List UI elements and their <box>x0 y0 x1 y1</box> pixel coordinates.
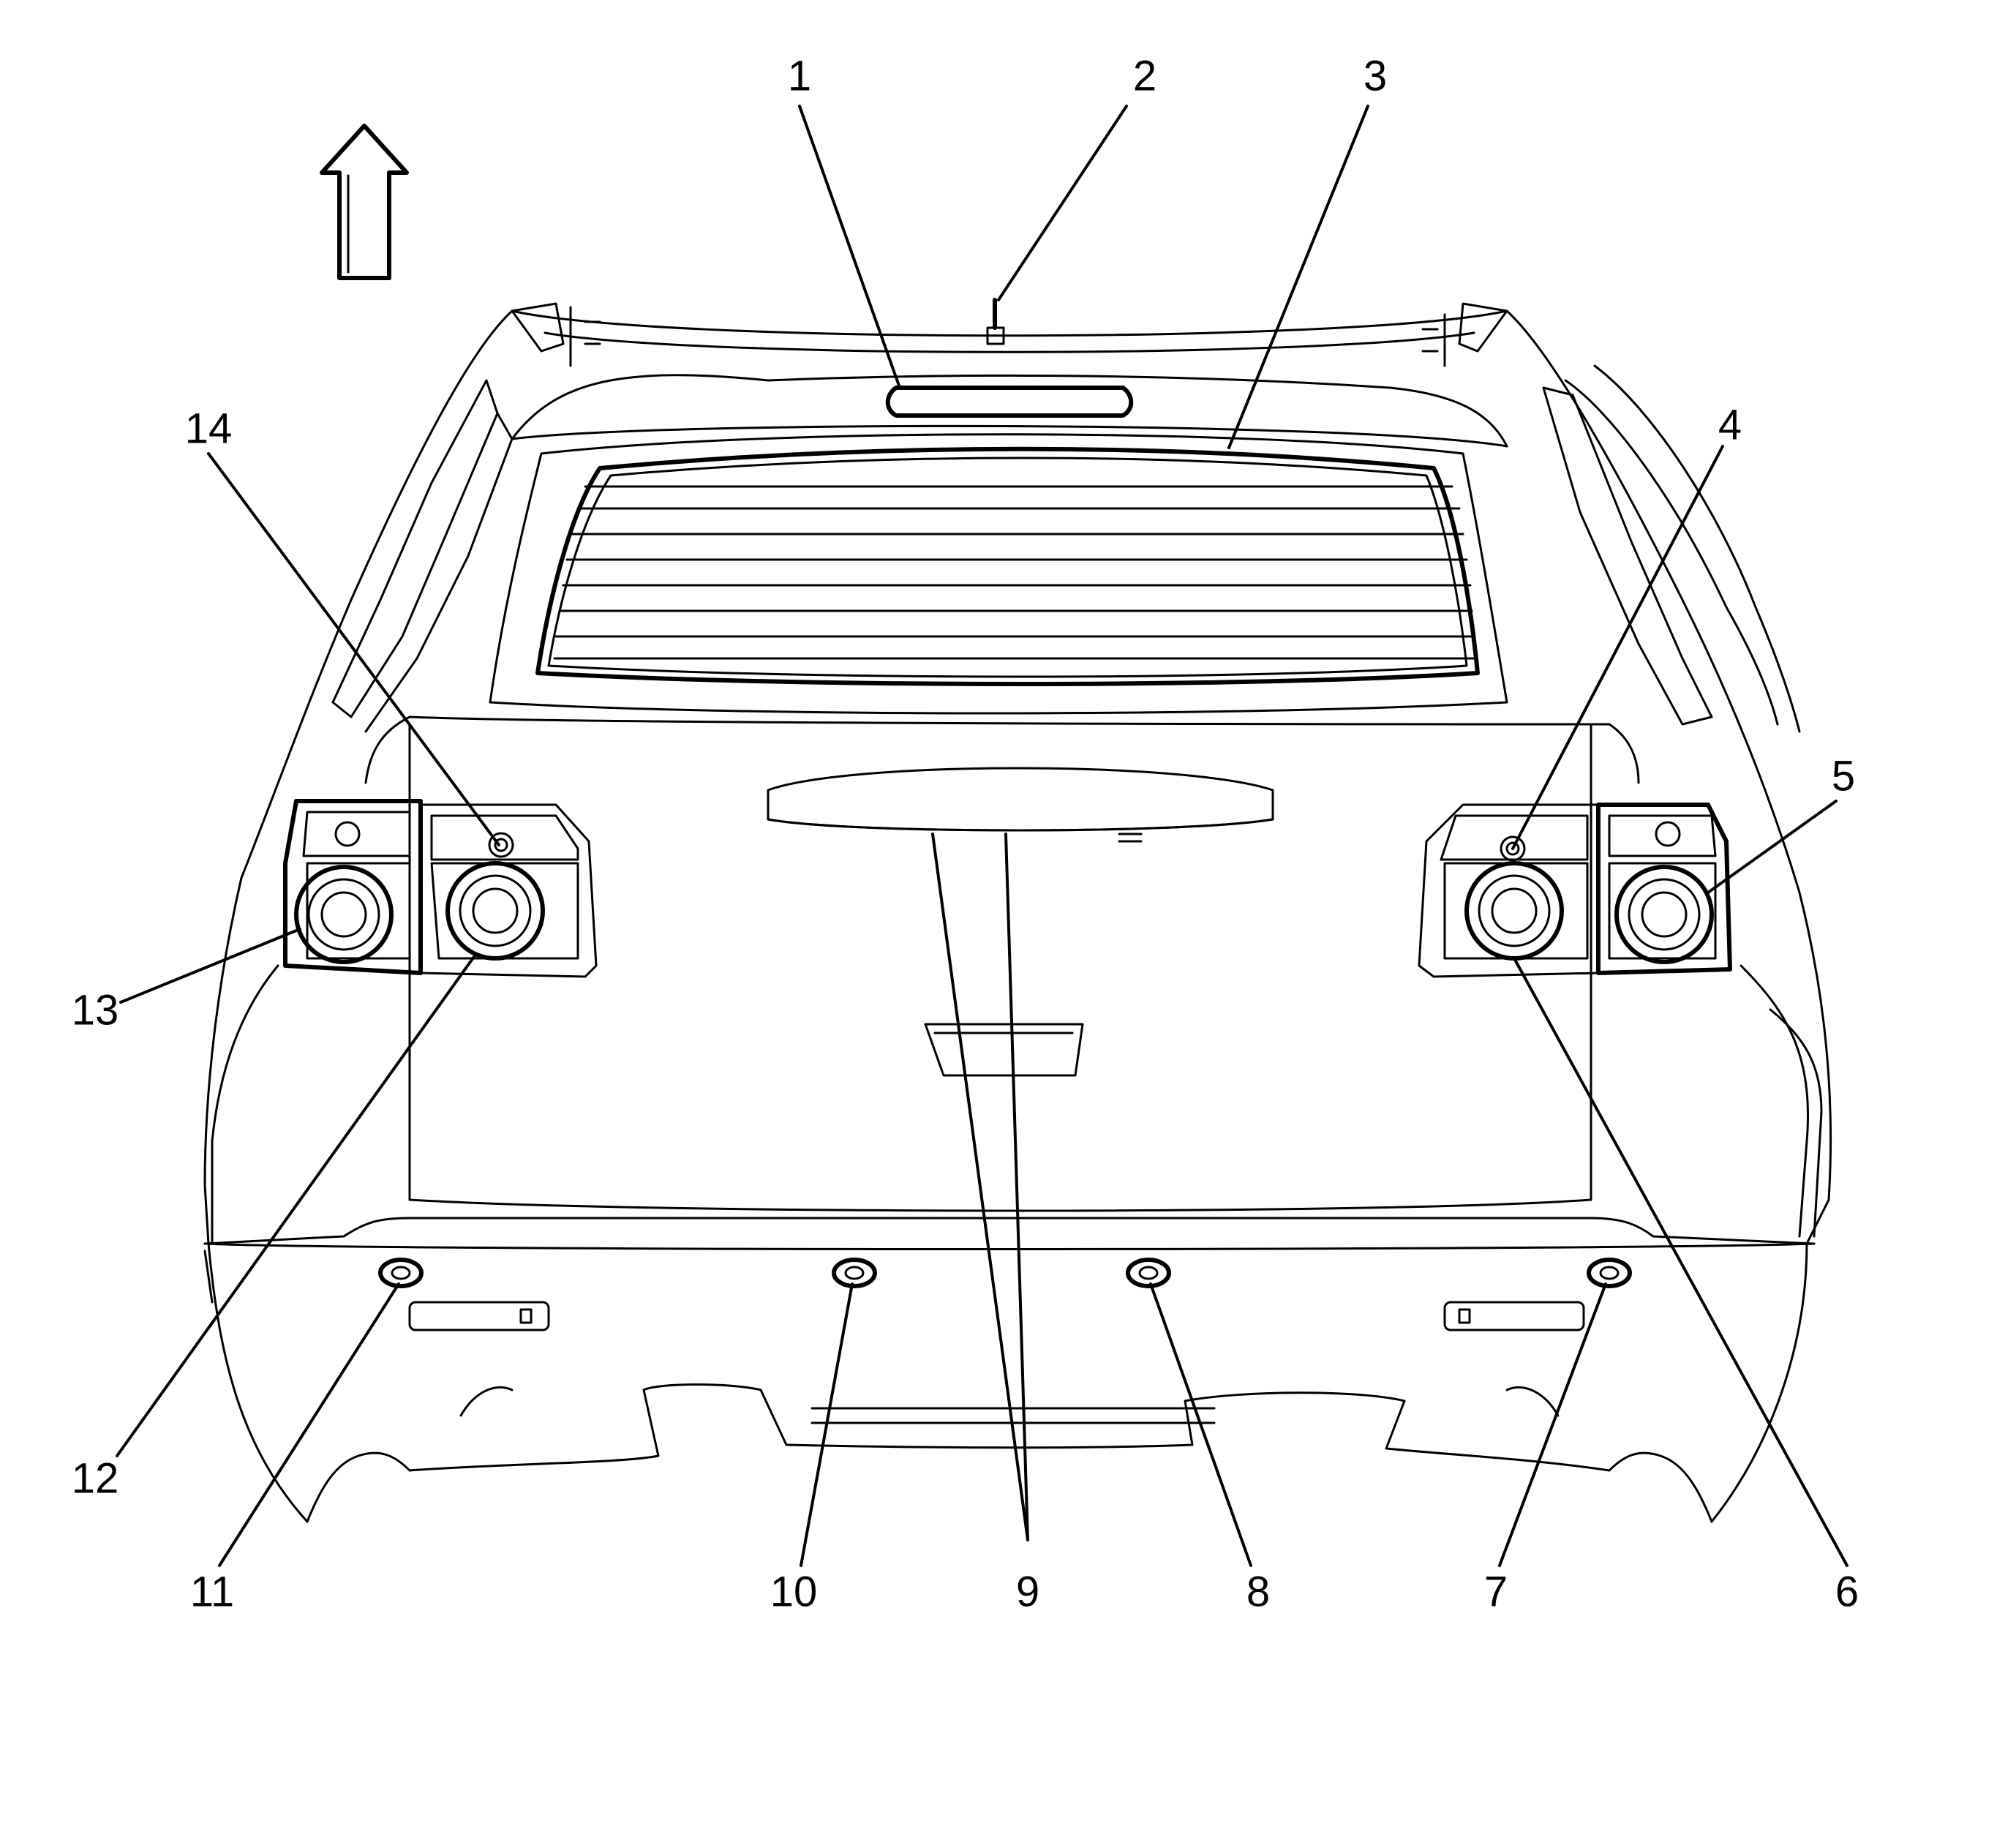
leader-4 <box>1511 445 1724 850</box>
callout-5: 5 <box>1832 752 1855 800</box>
antenna <box>986 298 1005 345</box>
callout-14: 14 <box>185 405 233 452</box>
object-sensor-left-inner <box>832 1258 877 1288</box>
rear-bumper <box>203 1217 1816 1523</box>
leader-lines <box>116 105 1848 1567</box>
rear-window-defogger-grid <box>535 446 1480 686</box>
callout-11: 11 <box>190 1568 234 1615</box>
callout-1: 1 <box>788 52 811 99</box>
vehicle-body <box>203 302 1832 1523</box>
object-sensor-right-outer <box>1587 1258 1632 1288</box>
license-lamp-housing <box>767 767 1274 843</box>
leader-11 <box>218 1282 400 1567</box>
leader-1 <box>798 105 901 389</box>
leader-8 <box>1149 1282 1252 1567</box>
left-reflector <box>408 1301 550 1331</box>
leader-5 <box>1707 800 1838 894</box>
leader-10 <box>800 1282 854 1567</box>
liftgate-handle <box>924 1023 1084 1077</box>
leader-9b <box>1004 833 1029 1541</box>
callout-labels: 1 2 3 4 5 6 7 8 9 10 11 12 13 14 <box>72 52 1859 1615</box>
object-sensor-left-outer <box>378 1258 424 1288</box>
leader-9a <box>931 833 1029 1541</box>
callout-7: 7 <box>1484 1568 1508 1615</box>
leader-14 <box>207 452 500 846</box>
callout-3: 3 <box>1364 52 1387 99</box>
up-arrow-icon <box>320 124 409 280</box>
callout-8: 8 <box>1246 1568 1270 1615</box>
callout-10: 10 <box>770 1568 818 1615</box>
leader-2 <box>997 105 1128 301</box>
callout-12: 12 <box>72 1454 119 1502</box>
leader-13 <box>119 928 301 1004</box>
callout-6: 6 <box>1835 1568 1859 1615</box>
left-tail-lamp <box>283 799 598 978</box>
high-mount-stop-lamp <box>885 386 1134 418</box>
right-reflector <box>1443 1301 1585 1331</box>
right-tail-lamp <box>1418 803 1732 978</box>
leader-12 <box>116 953 477 1457</box>
callout-9: 9 <box>1016 1568 1039 1615</box>
leader-7 <box>1498 1282 1607 1567</box>
object-sensor-right-inner <box>1126 1258 1171 1288</box>
callout-2: 2 <box>1133 52 1156 99</box>
leader-3 <box>1227 105 1369 449</box>
leader-6 <box>1513 957 1848 1567</box>
callout-13: 13 <box>72 986 119 1034</box>
callout-4: 4 <box>1718 401 1742 448</box>
